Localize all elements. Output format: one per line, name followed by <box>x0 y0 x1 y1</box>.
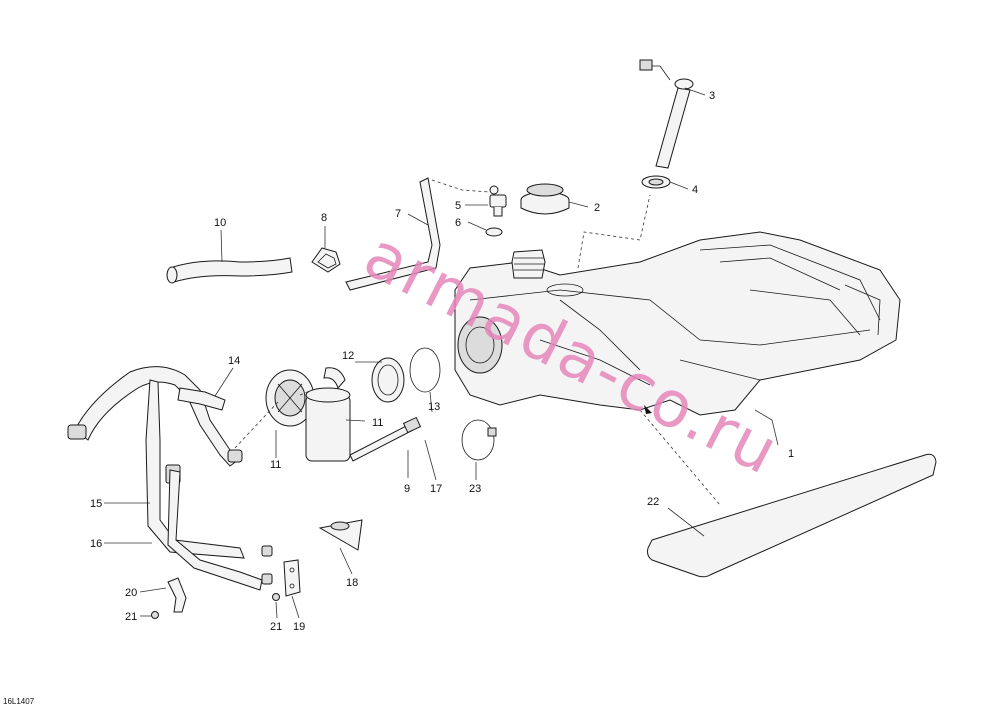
figure-code: 16L1407 <box>3 697 35 706</box>
callout-13: 13 <box>428 401 440 413</box>
assembly-dashed-lines <box>234 194 721 506</box>
protective-pad <box>647 453 937 578</box>
callout-11b: 11 <box>270 459 281 471</box>
fuel-hose-assembly <box>67 366 243 467</box>
callout-12: 12 <box>342 350 354 362</box>
screw-21a <box>151 611 159 619</box>
callout-6: 6 <box>455 217 461 229</box>
vent-valve <box>489 185 507 217</box>
filter-sock <box>318 519 363 551</box>
leader-lines <box>104 87 779 619</box>
filler-cap <box>520 183 570 215</box>
fuel-tank <box>454 231 901 416</box>
hose-clamp-small <box>311 247 341 273</box>
callout-17: 17 <box>430 483 442 495</box>
callout-21a: 21 <box>125 611 137 623</box>
lock-ring <box>371 357 405 403</box>
vent-hose <box>345 177 491 291</box>
fuel-sender-tube <box>639 59 694 169</box>
callout-3: 3 <box>709 90 715 102</box>
bracket-20 <box>167 577 187 613</box>
grommet <box>641 175 671 189</box>
callout-14: 14 <box>228 355 240 367</box>
fuel-pump-module <box>265 367 351 462</box>
fuel-line-16 <box>167 469 273 591</box>
callout-20: 20 <box>125 587 137 599</box>
fuel-hose-short <box>166 257 293 284</box>
bracket-19 <box>283 559 301 597</box>
callout-2: 2 <box>594 202 600 214</box>
filler-neck <box>511 249 546 279</box>
sender-rod <box>349 416 422 462</box>
callout-9: 9 <box>404 483 410 495</box>
callout-19: 19 <box>293 621 305 633</box>
callout-1: 1 <box>788 448 794 460</box>
callout-11a: 11 <box>372 417 383 429</box>
callout-10: 10 <box>214 217 226 229</box>
hose-clamp-large <box>461 419 497 461</box>
callout-18: 18 <box>346 577 358 589</box>
callout-8: 8 <box>321 212 327 224</box>
callout-4: 4 <box>692 184 698 196</box>
callout-16: 16 <box>90 538 102 550</box>
valve-seal <box>485 227 503 237</box>
callout-7: 7 <box>395 208 401 220</box>
callout-labels: 1 2 3 4 5 6 7 8 9 10 11 11 12 13 14 15 1… <box>90 90 794 633</box>
callout-23: 23 <box>469 483 481 495</box>
o-ring <box>409 347 441 393</box>
callout-15: 15 <box>90 498 102 510</box>
callout-21b: 21 <box>270 621 282 633</box>
screw-21b <box>272 593 280 601</box>
callout-5: 5 <box>455 200 461 212</box>
callout-22: 22 <box>647 496 659 508</box>
arrow-marker <box>644 405 652 414</box>
